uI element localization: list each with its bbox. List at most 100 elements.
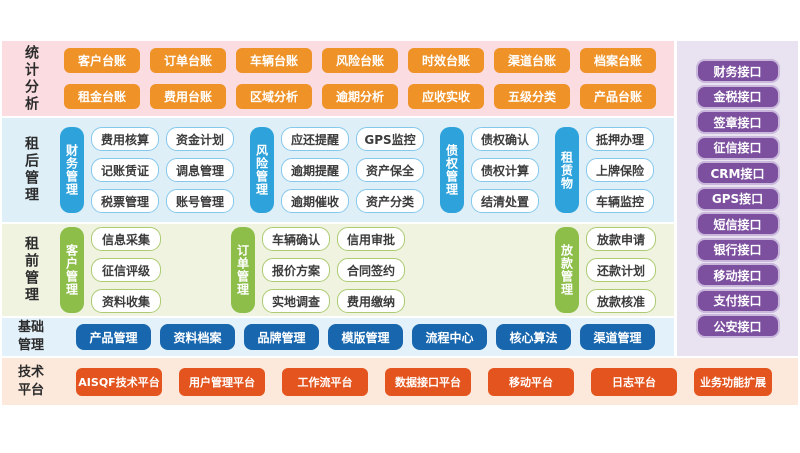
interface-button[interactable]: CRM接口 bbox=[695, 161, 780, 185]
post-lease-button[interactable]: 费用核算 bbox=[91, 127, 159, 151]
pre-lease-button[interactable]: 放款申请 bbox=[586, 227, 656, 251]
statistics-button[interactable]: 档案台账 bbox=[580, 48, 656, 73]
group-tab-leased-assets[interactable]: 租赁物 bbox=[555, 127, 579, 213]
pre-lease-groups: 客户管理 信息采集征信评级资料收集 订单管理 车辆确认信用审批报价方案合同签约实… bbox=[60, 227, 656, 313]
finance-buttons: 费用核算资金计划记账赁证调息管理税票管理账号管理 bbox=[91, 127, 234, 213]
base-button[interactable]: 资料档案 bbox=[160, 324, 235, 350]
pre-lease-button[interactable]: 实地调查 bbox=[262, 289, 330, 313]
layer-label-cell: 租前管理 bbox=[2, 236, 60, 304]
group-tab-creditor[interactable]: 债权管理 bbox=[440, 127, 464, 213]
post-lease-button[interactable]: 资产保全 bbox=[356, 158, 424, 182]
post-lease-button[interactable]: 债权计算 bbox=[471, 158, 539, 182]
pre-lease-button[interactable]: 信息采集 bbox=[91, 227, 161, 251]
layer-label-cell: 基础管理 bbox=[2, 319, 60, 354]
post-lease-button[interactable]: 税票管理 bbox=[91, 189, 159, 213]
tech-button[interactable]: 业务功能扩展 bbox=[694, 367, 772, 396]
group-creditor-management: 债权管理 债权确认债权计算结清处置 bbox=[440, 127, 539, 213]
base-button[interactable]: 产品管理 bbox=[76, 324, 151, 350]
pre-lease-button[interactable]: 合同签约 bbox=[337, 258, 405, 282]
interface-button[interactable]: 签章接口 bbox=[695, 110, 780, 134]
interface-button[interactable]: 短信接口 bbox=[695, 212, 780, 236]
leased-assets-buttons: 抵押办理上牌保险车辆监控 bbox=[586, 127, 654, 213]
post-lease-button[interactable]: 记账赁证 bbox=[91, 158, 159, 182]
statistics-button[interactable]: 渠道台账 bbox=[494, 48, 570, 73]
group-risk-management: 风险管理 应还提醒 GPS监控逾期提醒资产保全逾期催收资产分类 bbox=[250, 127, 424, 213]
statistics-button[interactable]: 应收实收 bbox=[408, 84, 484, 109]
base-button[interactable]: 渠道管理 bbox=[580, 324, 655, 350]
pre-lease-button[interactable]: 费用缴纳 bbox=[337, 289, 405, 313]
base-button[interactable]: 品牌管理 bbox=[244, 324, 319, 350]
post-lease-button[interactable]: 逾期催收 bbox=[281, 189, 349, 213]
statistics-button[interactable]: 订单台账 bbox=[150, 48, 226, 73]
interface-button[interactable]: GPS接口 bbox=[695, 186, 780, 211]
interface-button[interactable]: 财务接口 bbox=[695, 59, 780, 83]
group-loan-management: 放款管理 放款申请还款计划放款核准 bbox=[555, 227, 656, 313]
layer-post-lease: 租后管理 财务管理 费用核算资金计划记账赁证调息管理税票管理账号管理 风险管理 … bbox=[2, 118, 674, 222]
post-lease-button[interactable]: 资金计划 bbox=[166, 127, 234, 151]
post-lease-groups: 财务管理 费用核算资金计划记账赁证调息管理税票管理账号管理 风险管理 应还提醒 G… bbox=[60, 127, 654, 213]
interface-button[interactable]: 移动接口 bbox=[695, 263, 780, 287]
group-tab-order[interactable]: 订单管理 bbox=[231, 227, 255, 313]
group-tab-finance[interactable]: 财务管理 bbox=[60, 127, 84, 213]
post-lease-button[interactable]: 资产分类 bbox=[356, 189, 424, 213]
post-lease-button[interactable]: 上牌保险 bbox=[586, 158, 654, 182]
base-button[interactable]: 模版管理 bbox=[328, 324, 403, 350]
interface-button[interactable]: 银行接口 bbox=[695, 237, 780, 262]
order-buttons: 车辆确认信用审批报价方案合同签约实地调查费用缴纳 bbox=[262, 227, 405, 313]
customer-buttons: 信息采集征信评级资料收集 bbox=[91, 227, 161, 313]
statistics-button[interactable]: 车辆台账 bbox=[236, 48, 312, 73]
statistics-button[interactable]: 费用台账 bbox=[150, 84, 226, 109]
layer-label-statistics: 统计分析 bbox=[23, 44, 39, 113]
pre-lease-button[interactable]: 还款计划 bbox=[586, 258, 656, 282]
statistics-button[interactable]: 租金台账 bbox=[64, 84, 140, 109]
post-lease-button[interactable]: 抵押办理 bbox=[586, 127, 654, 151]
statistics-button[interactable]: 时效台账 bbox=[408, 48, 484, 73]
pre-lease-button[interactable]: 资料收集 bbox=[91, 289, 161, 313]
post-lease-button[interactable]: 车辆监控 bbox=[586, 189, 654, 213]
tech-button[interactable]: AISQF技术平台 bbox=[76, 367, 162, 396]
interface-button[interactable]: 公安接口 bbox=[695, 314, 780, 338]
pre-lease-button[interactable]: 征信评级 bbox=[91, 258, 161, 282]
base-button[interactable]: 流程中心 bbox=[412, 324, 487, 350]
tech-button[interactable]: 移动平台 bbox=[488, 367, 574, 396]
tech-button[interactable]: 日志平台 bbox=[591, 367, 677, 396]
group-tab-loan[interactable]: 放款管理 bbox=[555, 227, 579, 313]
interface-button[interactable]: 征信接口 bbox=[695, 135, 780, 160]
main-layers-column: 统计分析 客户台账订单台账车辆台账风险台账时效台账渠道台账档案台账租金台账费用台… bbox=[2, 41, 674, 356]
statistics-button[interactable]: 逾期分析 bbox=[322, 84, 398, 109]
statistics-button[interactable]: 风险台账 bbox=[322, 48, 398, 73]
layer-label-cell: 租后管理 bbox=[2, 136, 60, 204]
layer-label-post-lease: 租后管理 bbox=[23, 136, 39, 204]
post-lease-button[interactable]: 调息管理 bbox=[166, 158, 234, 182]
post-lease-button[interactable]: 应还提醒 bbox=[281, 127, 349, 151]
post-lease-button[interactable]: 逾期提醒 bbox=[281, 158, 349, 182]
statistics-button[interactable]: 产品台账 bbox=[580, 84, 656, 109]
post-lease-button[interactable]: GPS监控 bbox=[356, 127, 424, 151]
group-leased-assets: 租赁物 抵押办理上牌保险车辆监控 bbox=[555, 127, 654, 213]
post-lease-button[interactable]: 债权确认 bbox=[471, 127, 539, 151]
tech-button[interactable]: 工作流平台 bbox=[282, 367, 368, 396]
tech-buttons: AISQF技术平台用户管理平台工作流平台数据接口平台移动平台日志平台业务功能扩展 bbox=[60, 367, 800, 396]
post-lease-button[interactable]: 结清处置 bbox=[471, 189, 539, 213]
pre-lease-button[interactable]: 报价方案 bbox=[262, 258, 330, 282]
pre-lease-button[interactable]: 信用审批 bbox=[337, 227, 405, 251]
risk-buttons: 应还提醒 GPS监控逾期提醒资产保全逾期催收资产分类 bbox=[281, 127, 424, 213]
interface-button[interactable]: 金税接口 bbox=[695, 84, 780, 109]
statistics-button[interactable]: 客户台账 bbox=[64, 48, 140, 73]
tech-button[interactable]: 数据接口平台 bbox=[385, 367, 471, 396]
base-button[interactable]: 核心算法 bbox=[496, 324, 571, 350]
pre-lease-button[interactable]: 放款核准 bbox=[586, 289, 656, 313]
post-lease-button[interactable]: 账号管理 bbox=[166, 189, 234, 213]
interface-button[interactable]: 支付接口 bbox=[695, 288, 780, 313]
tech-button[interactable]: 用户管理平台 bbox=[179, 367, 265, 396]
group-tab-risk[interactable]: 风险管理 bbox=[250, 127, 274, 213]
statistics-button[interactable]: 区域分析 bbox=[236, 84, 312, 109]
layer-label-tech: 技术平台 bbox=[17, 364, 44, 398]
statistics-button[interactable]: 五级分类 bbox=[494, 84, 570, 109]
layer-label-cell: 统计分析 bbox=[2, 45, 60, 113]
group-customer-management: 客户管理 信息采集征信评级资料收集 bbox=[60, 227, 161, 313]
group-tab-customer[interactable]: 客户管理 bbox=[60, 227, 84, 313]
pre-lease-button[interactable]: 车辆确认 bbox=[262, 227, 330, 251]
